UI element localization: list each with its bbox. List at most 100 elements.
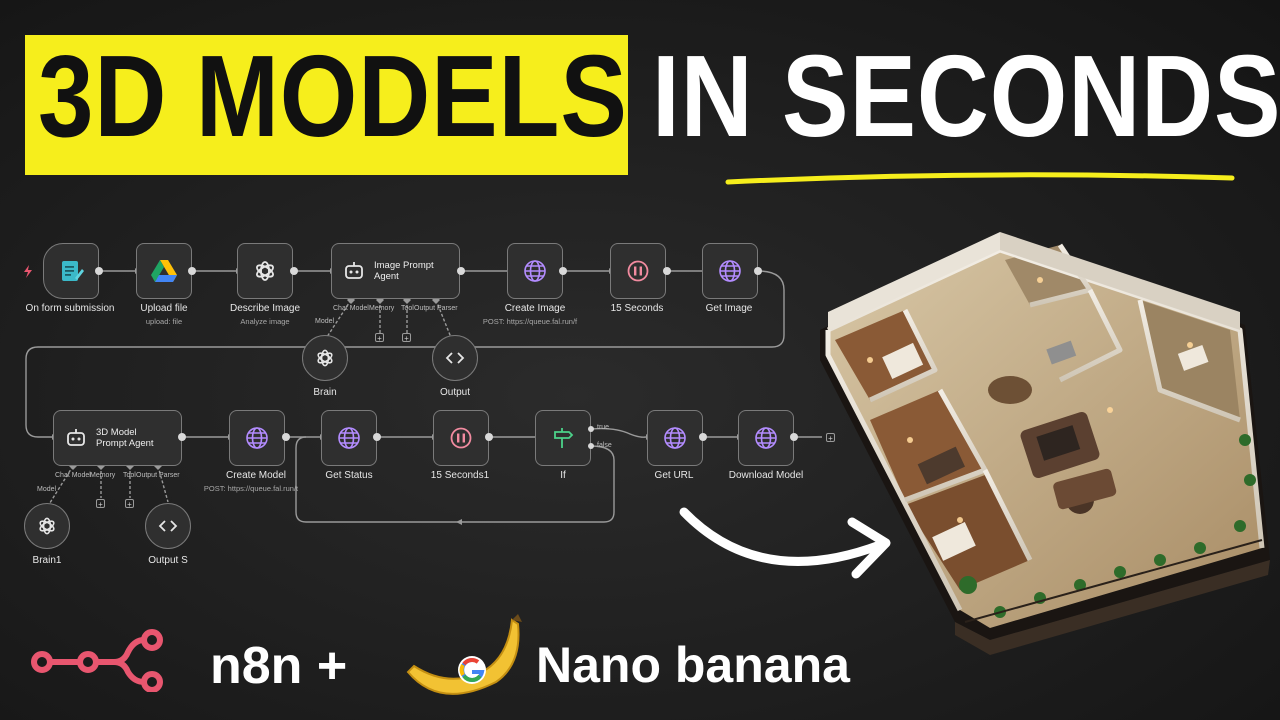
image-prompt-agent-node[interactable]: Image Prompt Agent <box>331 243 460 299</box>
port-tool: Tool <box>401 305 414 312</box>
code-icon <box>445 352 465 364</box>
banana-icon <box>406 614 522 695</box>
port-memory: Memory <box>90 472 116 479</box>
output-label: Output <box>439 387 471 398</box>
get-url-node[interactable] <box>647 410 703 466</box>
upload-file-sub: upload: file <box>145 317 183 326</box>
agent-title-line2: Prompt Agent <box>96 438 154 449</box>
model-prompt-agent-output-port[interactable] <box>178 433 186 441</box>
create-image-sub: POST: https://queue.fal.run/f <box>482 317 578 326</box>
get-url-output-port[interactable] <box>699 433 707 441</box>
describe-image-node[interactable] <box>237 243 293 299</box>
get-status-node[interactable] <box>321 410 377 466</box>
brand-nano-text: Nano banana <box>536 637 850 693</box>
get-image-label: Get Image <box>705 303 753 314</box>
create-model-sub: POST: https://queue.fal.run/t <box>203 484 299 493</box>
title-left: 3D MODELS <box>38 31 628 161</box>
download-model-label: Download Model <box>728 470 804 481</box>
create-image-node[interactable] <box>507 243 563 299</box>
model-port-label: Model <box>37 486 57 493</box>
globe-icon <box>246 427 268 449</box>
code-icon <box>158 520 178 532</box>
if-true-label: true <box>597 424 610 431</box>
brand-n8n-text: n8n + <box>210 637 348 695</box>
globe-icon <box>338 427 360 449</box>
form-trigger-output-port[interactable] <box>95 267 103 275</box>
if-false-label: false <box>597 442 612 449</box>
google-drive-icon <box>151 260 177 282</box>
get-status-output-port[interactable] <box>373 433 381 441</box>
globe-icon <box>755 427 777 449</box>
create-image-label: Create Image <box>504 303 566 314</box>
if-true-port[interactable] <box>588 426 594 432</box>
create-model-output-port[interactable] <box>282 433 290 441</box>
brain1-label: Brain1 <box>32 555 62 566</box>
wait-15-1-output-port[interactable] <box>485 433 493 441</box>
agent-title-line1: Image Prompt <box>374 260 434 271</box>
upload-file-node[interactable] <box>136 243 192 299</box>
globe-icon <box>524 260 546 282</box>
add-memory-button[interactable]: + <box>375 333 384 343</box>
wait-15-node[interactable] <box>610 243 666 299</box>
port-output-parser: Output Parser <box>414 305 458 312</box>
port-chat-model: Chat Model <box>55 472 91 479</box>
title-highlight-box <box>25 35 628 175</box>
add-tool-button[interactable]: + <box>402 333 411 343</box>
signpost-icon <box>554 428 574 448</box>
describe-image-sub: Analyze image <box>240 317 290 326</box>
add-memory-button[interactable]: + <box>96 499 105 509</box>
openai-icon <box>317 349 333 367</box>
robot-icon <box>345 262 363 279</box>
agent-title-line1: 3D Model <box>96 427 137 438</box>
globe-icon <box>664 427 686 449</box>
add-node-button[interactable]: + <box>826 433 835 443</box>
get-status-label: Get Status <box>325 470 373 481</box>
brain-node[interactable] <box>302 335 348 381</box>
get-image-output-port[interactable] <box>754 267 762 275</box>
if-label: If <box>560 470 566 481</box>
get-url-label: Get URL <box>654 470 694 481</box>
brain-label: Brain <box>313 387 337 398</box>
download-model-output-port[interactable] <box>790 433 798 441</box>
create-model-label: Create Model <box>225 470 287 481</box>
form-trigger-label: On form submission <box>25 303 115 314</box>
form-icon <box>62 261 84 281</box>
wait-15-output-port[interactable] <box>663 267 671 275</box>
brain1-node[interactable] <box>24 503 70 549</box>
output-parser-node[interactable] <box>432 335 478 381</box>
model-port-label: Model <box>315 318 335 325</box>
wait-15-1-label: 15 Seconds1 <box>430 470 490 481</box>
pause-icon <box>627 260 649 282</box>
robot-icon <box>67 429 85 446</box>
n8n-logo-icon <box>31 629 163 692</box>
describe-image-label: Describe Image <box>229 303 301 314</box>
openai-icon <box>256 261 274 281</box>
describe-image-output-port[interactable] <box>290 267 298 275</box>
agent-title-line2: Agent <box>374 271 399 282</box>
image-prompt-agent-title: Image Prompt Agent <box>374 260 434 282</box>
upload-file-output-port[interactable] <box>188 267 196 275</box>
add-tool-button[interactable]: + <box>125 499 134 509</box>
port-output-parser: Output Parser <box>136 472 180 479</box>
port-chat-model: Chat Model <box>333 305 369 312</box>
model-prompt-agent-node[interactable]: 3D Model Prompt Agent <box>53 410 182 466</box>
port-memory: Memory <box>369 305 395 312</box>
if-false-port[interactable] <box>588 443 594 449</box>
openai-icon <box>39 517 55 535</box>
output-s-label: Output S <box>148 555 188 566</box>
create-image-output-port[interactable] <box>559 267 567 275</box>
pause-icon <box>450 427 472 449</box>
wait-15-1-node[interactable] <box>433 410 489 466</box>
title-right: IN SECONDS <box>652 31 1280 161</box>
image-prompt-agent-output-port[interactable] <box>457 267 465 275</box>
output-s-node[interactable] <box>145 503 191 549</box>
form-trigger-node[interactable] <box>43 243 99 299</box>
globe-icon <box>719 260 741 282</box>
wait-15-label: 15 Seconds <box>610 303 664 314</box>
if-node[interactable] <box>535 410 591 466</box>
model-prompt-agent-title: 3D Model Prompt Agent <box>96 427 154 449</box>
